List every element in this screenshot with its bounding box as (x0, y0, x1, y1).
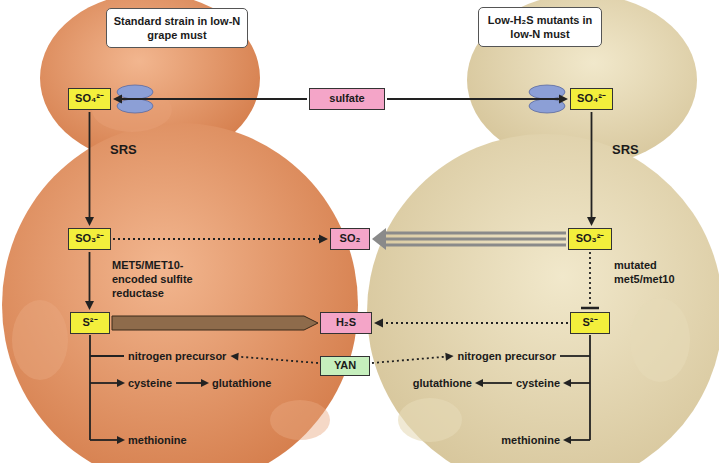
arrowhead (374, 319, 383, 328)
connector-line (384, 238, 566, 241)
pathway-arrow (374, 319, 568, 328)
connector-line (560, 355, 590, 357)
compound-box: H₂S (320, 312, 372, 334)
sulfate-transporters (117, 85, 565, 113)
node-text: S²⁻ (576, 313, 604, 332)
metabolite-label: nitrogen precursor (128, 349, 226, 363)
standard-yeast-cell (2, 0, 358, 463)
arrowhead (587, 217, 596, 226)
arrowhead (475, 379, 483, 387)
connector-line (591, 112, 593, 218)
connector-line (387, 98, 560, 100)
nutrient-box: YAN (320, 356, 370, 376)
node-text: S²⁻ (76, 313, 104, 332)
connector-line (176, 382, 202, 384)
pathway-arrow (387, 95, 568, 104)
node-text: SO₃²⁻ (574, 229, 606, 248)
connector-line (589, 335, 591, 440)
connector-line (384, 232, 566, 235)
arrowhead (230, 353, 238, 361)
node-text: SO₄²⁻ (74, 89, 105, 108)
node-text: sulfate (316, 89, 378, 108)
connector-line (89, 252, 91, 302)
edge-label: SRS (110, 142, 137, 158)
ion-box: S²⁻ (70, 312, 110, 334)
metabolite-label: glutathione (413, 376, 472, 390)
compound-box: SO₂ (330, 228, 370, 250)
connector-line (570, 382, 590, 384)
connector-line (113, 238, 320, 240)
edge-label: mutated met5/met10 (614, 258, 694, 286)
connector-line (89, 112, 91, 218)
ion-box: S²⁻ (570, 312, 610, 334)
arrowhead (85, 301, 94, 310)
edge-label: MET5/MET10-encoded sulfite reductase (112, 258, 224, 300)
metabolite-label: cysteine (128, 376, 172, 390)
metabolite-label: glutathione (212, 376, 271, 390)
connector-line (384, 244, 566, 247)
arrowhead (563, 379, 571, 387)
connector-line (382, 322, 568, 324)
metabolite-label: methionine (501, 433, 560, 447)
arrowhead (201, 379, 209, 387)
connector-line (89, 335, 91, 440)
metabolite-label: methionine (128, 433, 187, 447)
metabolic-branches (90, 335, 590, 444)
ion-box: SO₄²⁻ (68, 88, 111, 110)
strain-title-box: Low-H₂S mutants in low-N must (478, 7, 602, 47)
arrowhead (372, 228, 386, 250)
pathway-arrow (587, 112, 596, 226)
connector-line (90, 382, 118, 384)
thick-arrow (112, 316, 318, 330)
arrowhead (445, 353, 453, 361)
edge-label: SRS (612, 142, 639, 158)
pathway-arrow (113, 235, 328, 244)
arrowhead (559, 95, 568, 104)
arrowhead (113, 95, 122, 104)
arrowhead (117, 436, 125, 444)
arrowhead (563, 436, 571, 444)
node-text: SO₃²⁻ (74, 229, 105, 248)
connector-line (238, 357, 318, 363)
node-text: Standard strain in low-N grape must (113, 14, 241, 42)
node-text: H₂S (327, 313, 365, 332)
connector-line (121, 98, 307, 100)
compound-box: sulfate (309, 88, 385, 110)
pathway-arrow (113, 95, 307, 104)
node-text: Low-H₂S mutants in low-N must (485, 13, 595, 41)
ion-box: SO₃²⁻ (568, 228, 612, 250)
metabolite-label: nitrogen precursor (458, 349, 556, 363)
inhibition-bar (581, 307, 599, 310)
connector-line (90, 439, 118, 441)
ion-box: SO₃²⁻ (68, 228, 111, 250)
connector-line (589, 252, 591, 308)
node-text: SO₂ (337, 229, 363, 248)
pathway-arrow (85, 112, 94, 226)
metabolite-label: cysteine (516, 376, 560, 390)
node-text: SO₄²⁻ (576, 89, 607, 108)
pathway-arrow (85, 252, 94, 310)
connector-line (90, 355, 124, 357)
arrowhead (85, 217, 94, 226)
arrowhead (319, 235, 328, 244)
ion-box: SO₄²⁻ (570, 88, 613, 110)
node-text: YAN (327, 357, 363, 374)
connector-line (482, 382, 512, 384)
connector-line (570, 439, 590, 441)
arrowhead (117, 379, 125, 387)
pathway-arrow (581, 252, 599, 308)
pathway-arrow (372, 228, 566, 250)
connector-line (372, 357, 446, 363)
pathway-arrow (112, 316, 318, 330)
mutant-yeast-cell (367, 0, 719, 463)
strain-title-box: Standard strain in low-N grape must (106, 8, 248, 48)
